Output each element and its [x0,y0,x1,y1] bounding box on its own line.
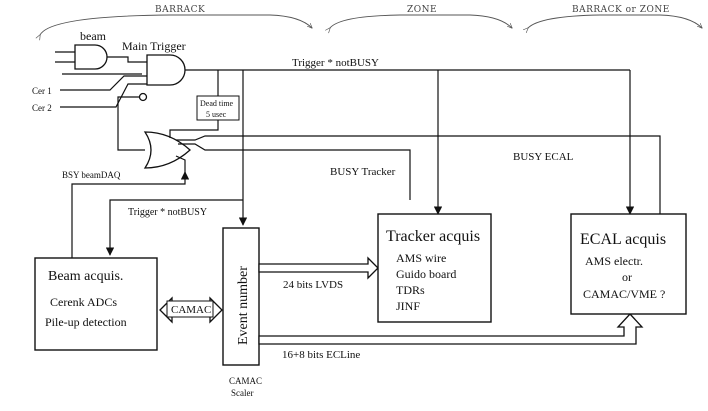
camac-scaler-line2: Scaler [231,388,254,398]
beam-acquis-title: Beam acquis. [48,269,123,284]
cer2-label: Cer 2 [32,103,52,113]
ecal-acquis-line2: or [622,270,632,284]
main-trigger-label: Main Trigger [122,39,186,53]
zone-barrack: BARRACK [40,5,312,35]
ecal-acquis-line1: AMS electr. [585,254,643,268]
trigger-notbusy-mid-label: Trigger * notBUSY [128,207,207,218]
cer1-label: Cer 1 [32,86,52,96]
tracker-acquis-title: Tracker acquis [386,228,480,245]
zone-zone: ZONE [330,5,512,28]
ecal-acquis-title: ECAL acquis [580,231,666,248]
zone-barrack-label: BARRACK [155,5,205,15]
dead-time-line1: Dead time [200,99,234,108]
beam-label: beam [80,29,107,43]
dead-time-box: Dead time 5 usec [196,70,240,121]
ecal-acquis-line3: CAMAC/VME ? [583,287,665,301]
camac-scaler-line1: CAMAC [229,376,262,386]
lvds-bus: 24 bits LVDS [258,256,379,291]
beam-acquis-line2: Pile-up detection [45,315,127,329]
trigger-notbusy-top-label: Trigger * notBUSY [292,57,379,69]
bsy-beamdaq-label: BSY beamDAQ [62,170,121,180]
zone-barrack-or-zone: BARRACK or ZONE [528,5,702,28]
dead-time-line2: 5 usec [206,110,227,119]
ecline-bus: 16+8 bits ECLine [258,313,644,361]
main-trigger-gate: Main Trigger [122,39,186,102]
busy-ecal-label: BUSY ECAL [513,151,574,163]
veto-bubble [138,92,148,102]
bsy-beamdaq-line: BSY beamDAQ [62,170,190,258]
event-number-label: Event number [236,266,251,345]
cer-inputs: Cer 1 Cer 2 [32,73,147,113]
tracker-item: JINF [396,299,420,313]
camac-link: CAMAC [159,296,223,324]
beam-acquis-box: Beam acquis. Cerenk ADCs Pile-up detecti… [34,257,158,351]
zone-barrack-or-zone-label: BARRACK or ZONE [572,5,670,15]
camac-label: CAMAC [171,304,211,316]
trigger-to-beam-line: Trigger * notBUSY [105,199,243,256]
zone-zone-label: ZONE [407,5,437,15]
tracker-acquis-box: Tracker acquis AMS wire Guido board TDRs… [377,213,492,323]
tracker-item: TDRs [396,283,425,297]
ecline-label: 16+8 bits ECLine [282,349,360,361]
trigger-output-bus: Trigger * notBUSY [185,57,635,226]
beam-and-gate: beam [55,29,147,70]
event-number-scaler: Event number CAMAC Scaler [222,227,262,398]
busy-or-gate [117,96,661,214]
busy-tracker-label: BUSY Tracker [330,166,396,178]
beam-acquis-line1: Cerenk ADCs [50,295,117,309]
tracker-item: Guido board [396,267,456,281]
ecal-acquis-box: ECAL acquis AMS electr. or CAMAC/VME ? [570,213,687,315]
lvds-label: 24 bits LVDS [283,279,343,291]
tracker-item: AMS wire [396,251,446,265]
